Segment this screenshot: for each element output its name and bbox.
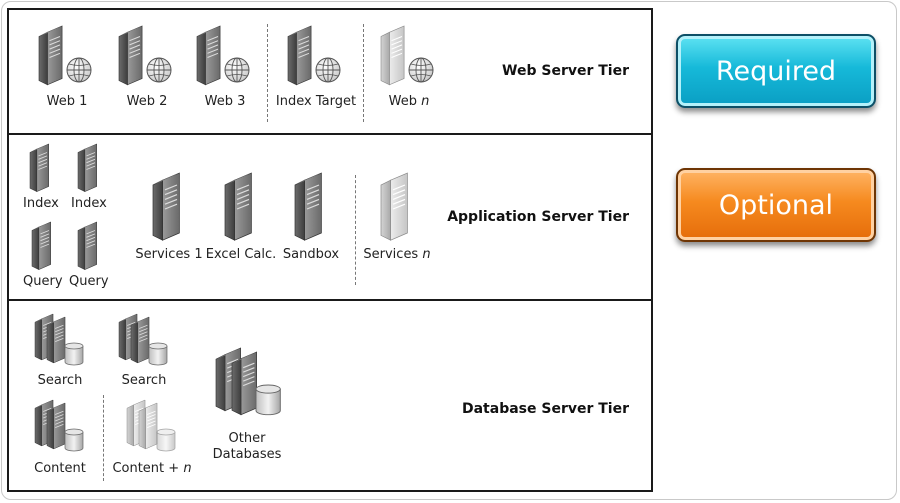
server-label: Search [121, 373, 167, 388]
server-label: Other [228, 431, 266, 446]
server-label: Index Target [275, 94, 357, 109]
query-server-2: Query [69, 221, 109, 290]
content-database-server: Content [33, 399, 87, 477]
web-server-icon [287, 25, 341, 86]
server-label: Content [34, 461, 86, 476]
database-server-tier: Search Search Content Co [9, 299, 651, 490]
database-server-icon [118, 313, 168, 366]
tier-label: Web Server Tier [502, 63, 629, 79]
server-icon [77, 143, 98, 193]
search-database-server: Search [33, 313, 87, 389]
content-n-optional: Content + n [109, 399, 195, 477]
server-icon [152, 172, 180, 241]
server-label: Content + n [112, 461, 192, 476]
server-icon [29, 143, 50, 193]
services-1-server: Services 1 [135, 171, 203, 263]
web-server-icon [38, 25, 92, 86]
server-icon [294, 172, 322, 241]
web-server-tier: Web 1 Web 2 Web 3 Index Target [9, 10, 651, 133]
optional-database-server-icon [126, 399, 176, 452]
web-server-icon [118, 25, 172, 86]
tier-label: Database Server Tier [461, 401, 629, 417]
server-label: Services 1 [135, 247, 203, 262]
server-icon [224, 172, 252, 241]
dashed-separator [363, 24, 364, 122]
dashed-separator [267, 24, 268, 122]
server-icon [77, 221, 97, 271]
server-label: Excel Calc. [205, 247, 277, 262]
index-server: Index [23, 143, 59, 212]
dashed-separator [355, 175, 356, 285]
server-label: Sandbox [282, 247, 340, 262]
query-server: Query [23, 221, 63, 290]
server-tier-diagram: Web 1 Web 2 Web 3 Index Target [7, 8, 653, 492]
index-target-server: Index Target [275, 24, 357, 110]
web-server-icon [196, 25, 250, 86]
database-server-icon [215, 347, 281, 416]
web-server-n-optional: Web n [377, 24, 441, 110]
database-server-icon [34, 399, 84, 452]
dashed-separator [103, 395, 104, 481]
server-label: Index [23, 196, 59, 211]
server-label: Web 3 [204, 94, 246, 109]
server-label: Services n [363, 247, 431, 262]
web-server-2: Web 2 [115, 24, 179, 110]
server-label: Web 2 [126, 94, 168, 109]
server-icon [31, 221, 51, 271]
application-server-tier: Index Index Query Query Services 1 Excel… [9, 133, 651, 299]
services-n-optional: Services n [363, 171, 431, 263]
optional-legend-badge: Optional [676, 168, 876, 242]
server-label: Web n [388, 94, 430, 109]
required-legend-badge: Required [676, 34, 876, 108]
tier-label: Application Server Tier [447, 209, 629, 225]
web-server-1: Web 1 [35, 24, 99, 110]
database-server-icon [34, 313, 84, 366]
server-label: Search [37, 373, 83, 388]
search-database-server-2: Search [117, 313, 171, 389]
index-server-2: Index [71, 143, 107, 212]
excel-calc-server: Excel Calc. [206, 171, 276, 263]
web-server-3: Web 3 [193, 24, 257, 110]
server-label: Databases [212, 447, 282, 462]
server-label: Query [23, 274, 63, 289]
optional-server-icon [380, 172, 408, 241]
optional-web-server-icon [380, 25, 434, 86]
sandbox-server: Sandbox [283, 171, 339, 263]
other-databases-server: Other Databases [207, 347, 287, 463]
server-label: Web 1 [46, 94, 88, 109]
server-label: Index [71, 196, 107, 211]
server-label: Query [69, 274, 109, 289]
